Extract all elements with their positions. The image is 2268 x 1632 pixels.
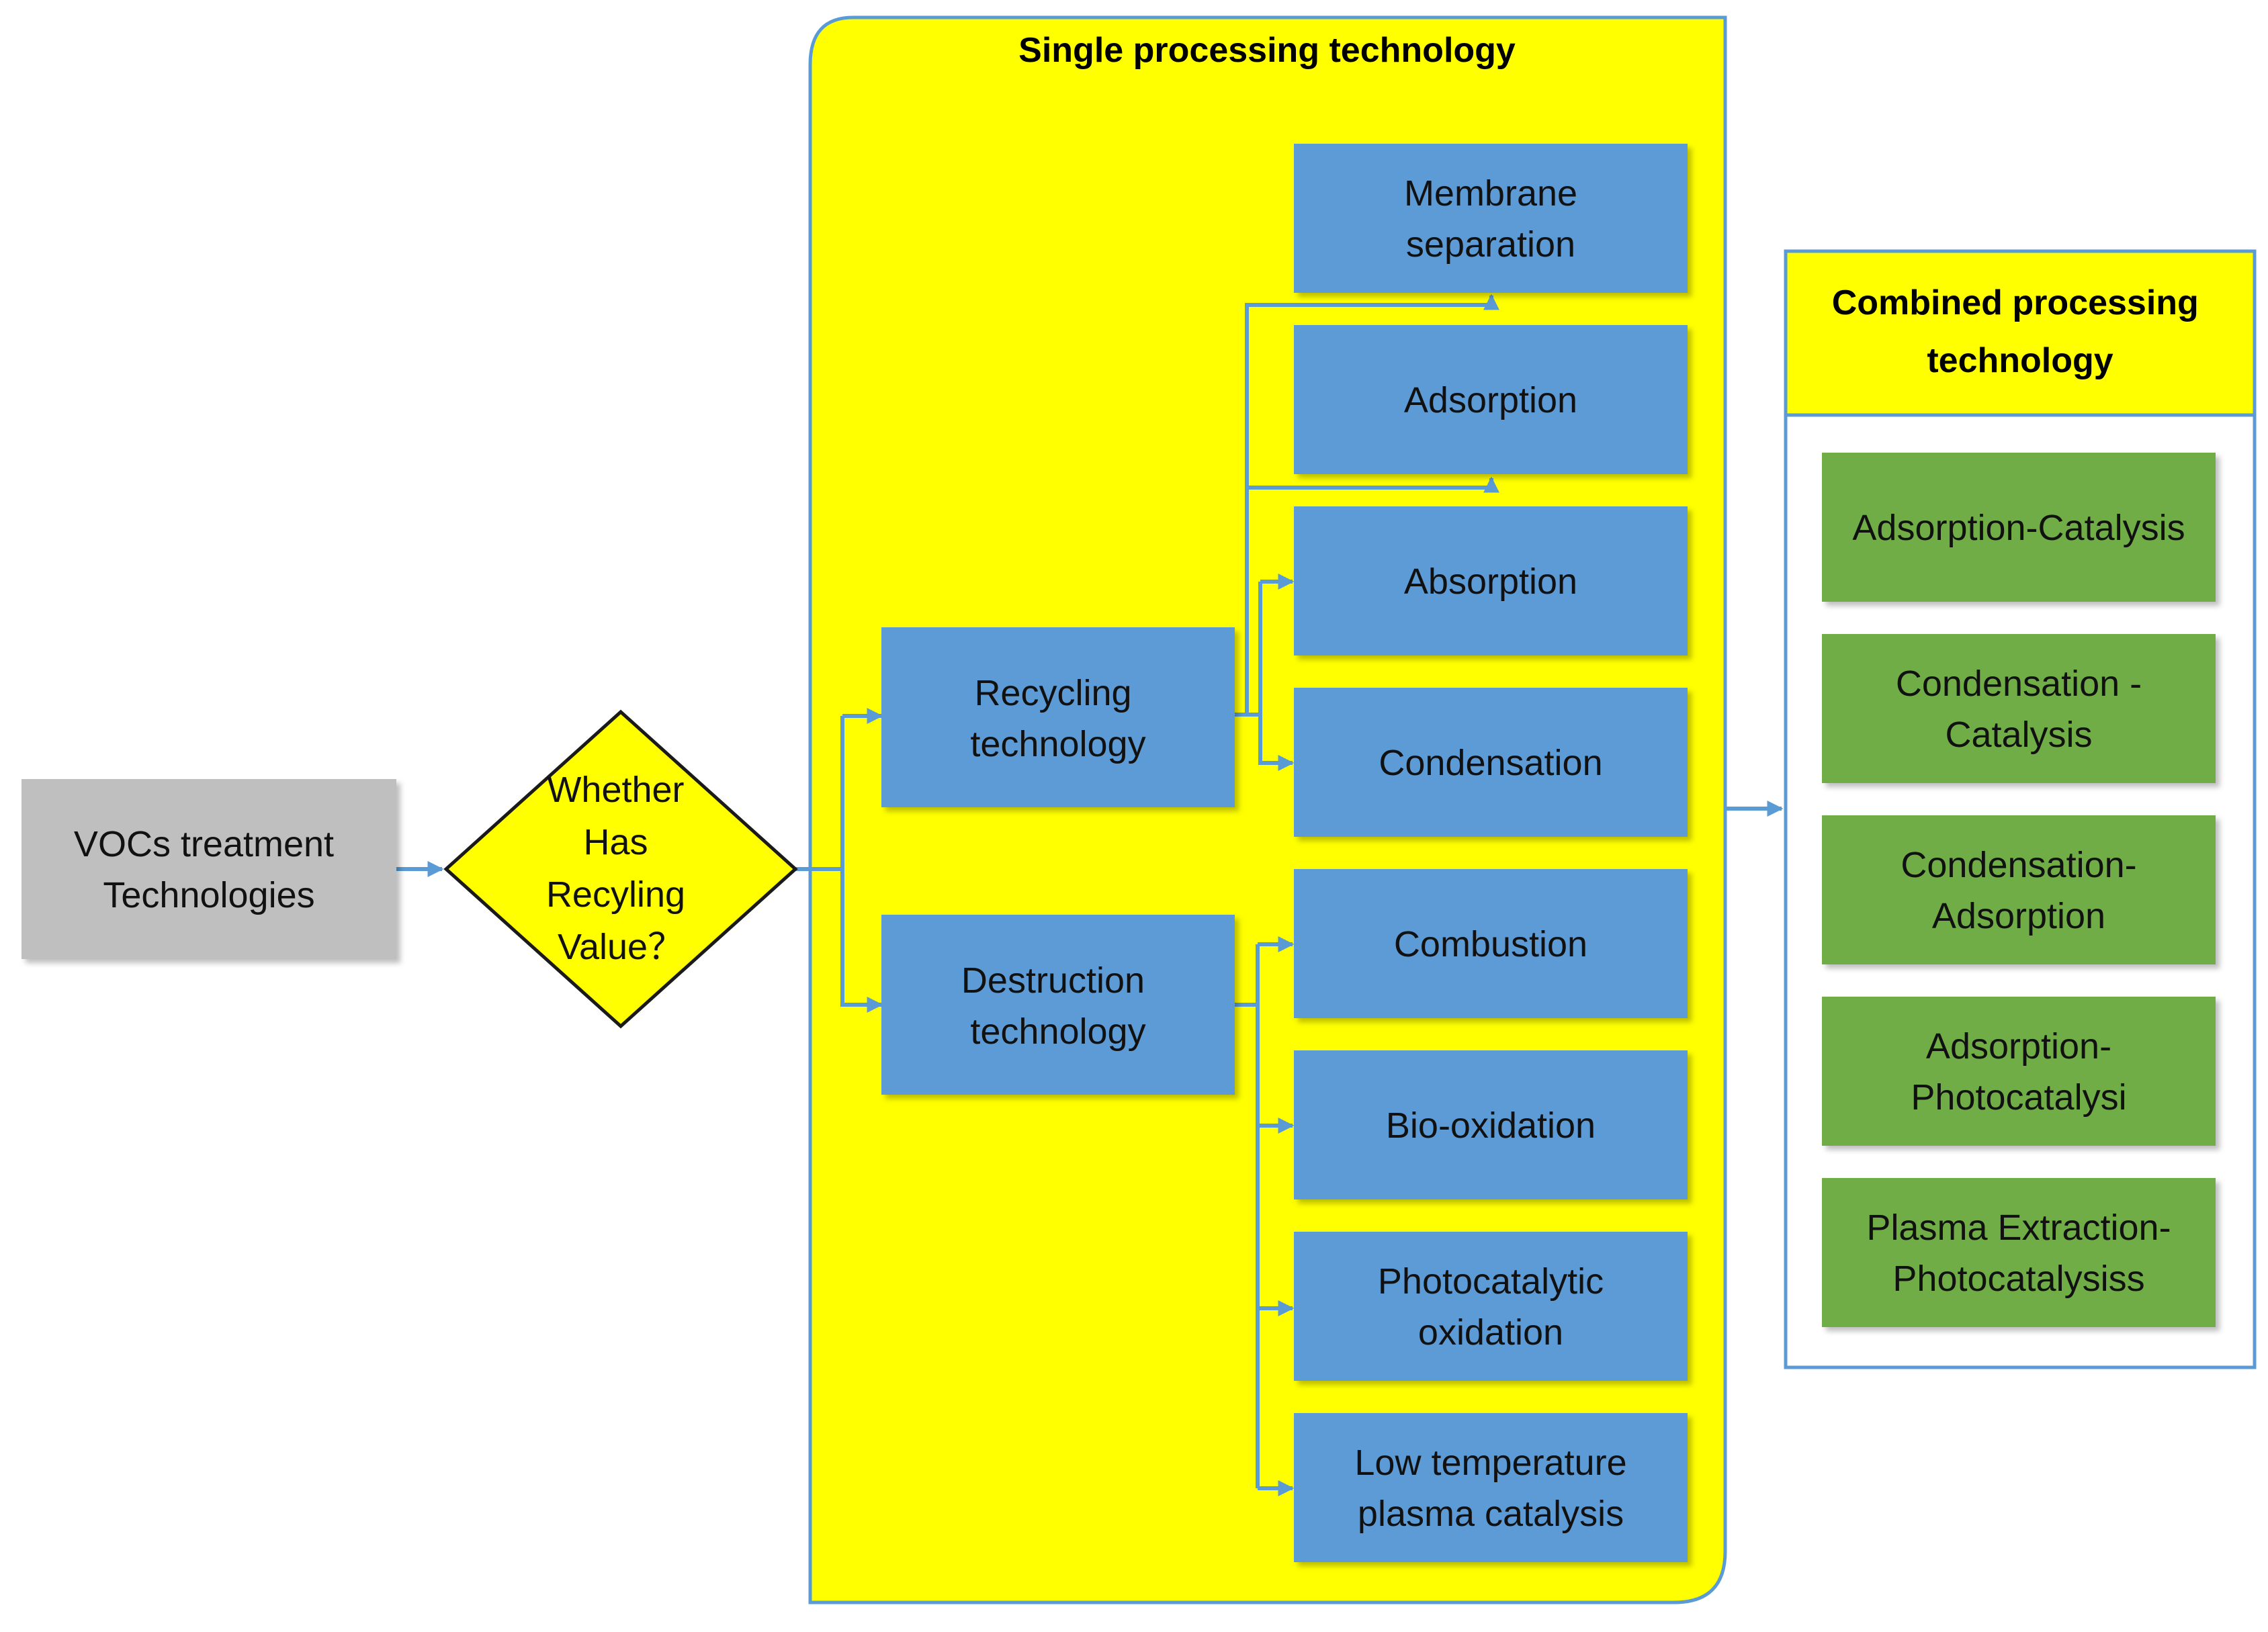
destruction-method-box xyxy=(1294,1413,1688,1562)
start-label-line-1: VOCs treatment xyxy=(74,824,334,864)
recycling-method-label-line: Adsorption xyxy=(1404,380,1577,420)
connector-to-destruction xyxy=(840,869,883,1013)
decision-label-line-2: Has xyxy=(583,822,648,862)
combined-method-box xyxy=(1822,453,2216,602)
recycling-method-box xyxy=(1294,688,1688,837)
connector-destruction-bus xyxy=(1235,944,1260,1488)
connector-to-membrane xyxy=(1245,293,1499,715)
destruction-box xyxy=(881,915,1235,1095)
combined-method-box xyxy=(1822,634,2216,783)
recycling-method-box xyxy=(1294,325,1688,474)
recycling-method-label: Adsorption xyxy=(1404,380,1577,420)
decision-label-line-3: Recyling xyxy=(546,874,685,915)
combined-method-label-line: Photocatalysi xyxy=(1911,1077,2126,1118)
combined-method-label-line: Photocatalysiss xyxy=(1892,1259,2144,1299)
combined-method-label: Adsorption-Catalysis xyxy=(1852,508,2185,548)
destruction-method-box xyxy=(1294,1050,1688,1199)
combined-processing-title: Combined processing technology xyxy=(1832,283,2209,380)
destruction-method-label: Bio-oxidation xyxy=(1386,1105,1596,1146)
combined-method-label-line: Plasma Extraction- xyxy=(1866,1208,2171,1248)
combined-method-box xyxy=(1822,815,2216,964)
destruction-method-label-line: Combustion xyxy=(1394,924,1587,964)
recycling-method-label-line: Condensation xyxy=(1379,743,1602,783)
recycling-method-list: Membrane separationAdsorptionAbsorptionCo… xyxy=(1294,144,1688,837)
branch-boxes: Recycling technology Destruction technol… xyxy=(881,627,1235,1095)
start-label-line-2: Technologies xyxy=(103,875,314,915)
combined-method-label: Plasma Extraction- Photocatalysiss xyxy=(1866,1208,2171,1299)
combined-method-box xyxy=(1822,997,2216,1146)
recycling-method-label-line: Membrane xyxy=(1404,173,1577,214)
recycling-method-label: Absorption xyxy=(1404,561,1577,602)
combined-title-line-2: technology xyxy=(1927,341,2113,380)
recycling-method-label-line: separation xyxy=(1406,224,1575,265)
destruction-method-box xyxy=(1294,1232,1688,1381)
recycling-method-label-line: Absorption xyxy=(1404,561,1577,602)
combined-method-label: Condensation - Catalysis xyxy=(1896,664,2142,755)
combined-method-label-line: Adsorption-Catalysis xyxy=(1852,508,2185,548)
decision-label-line-1: Whether xyxy=(547,770,684,810)
destruction-label-line-2: technology xyxy=(970,1011,1145,1052)
start-box xyxy=(21,779,396,959)
destruction-method-label-line: plasma catalysis xyxy=(1358,1494,1624,1534)
combined-title-line-1: Combined processing xyxy=(1832,283,2199,322)
destruction-label-line-1: Destruction xyxy=(961,960,1145,1001)
decision-label-line-4: Value？ xyxy=(558,927,684,967)
destruction-method-box xyxy=(1294,869,1688,1018)
recycling-method-label: Membrane separation xyxy=(1404,173,1577,265)
combined-method-label-line: Condensation- xyxy=(1901,845,2136,885)
destruction-label: Destruction technology xyxy=(961,960,1155,1052)
single-processing-title: Single processing technology xyxy=(1018,31,1516,70)
recycling-method-box xyxy=(1294,506,1688,655)
combined-method-label: Condensation- Adsorption xyxy=(1901,845,2136,936)
destruction-method-label: Low temperature plasma catalysis xyxy=(1354,1443,1626,1534)
decision-label: Whether Has Recyling Value？ xyxy=(546,770,695,967)
recycling-method-label: Condensation xyxy=(1379,743,1602,783)
destruction-method-label-line: Bio-oxidation xyxy=(1386,1105,1596,1146)
recycling-label-line-1: Recycling xyxy=(974,673,1131,713)
combined-processing-title-box xyxy=(1784,249,2257,417)
connector-to-adsorption xyxy=(1247,476,1499,493)
combined-method-label: Adsorption- Photocatalysi xyxy=(1911,1026,2126,1118)
recycling-method-box xyxy=(1294,144,1688,293)
recycling-box xyxy=(881,627,1235,807)
start-label: VOCs treatment Technologies xyxy=(74,824,344,915)
destruction-method-label-line: Photocatalytic xyxy=(1378,1261,1604,1302)
decision-diamond xyxy=(443,709,798,1029)
recycling-label-line-2: technology xyxy=(970,724,1145,764)
combined-method-label-line: Adsorption xyxy=(1932,896,2105,936)
destruction-method-label: Combustion xyxy=(1394,924,1587,964)
recycling-label: Recycling technology xyxy=(970,673,1145,764)
combined-method-label-line: Condensation - xyxy=(1896,664,2142,704)
combined-method-box xyxy=(1822,1178,2216,1327)
destruction-method-label-line: Low temperature xyxy=(1354,1443,1626,1483)
connectors xyxy=(396,293,1784,1496)
destruction-method-label: Photocatalytic oxidation xyxy=(1378,1261,1604,1353)
connector-to-condensation xyxy=(1258,715,1295,771)
combined-method-label-line: Catalysis xyxy=(1945,715,2092,755)
destruction-method-label-line: oxidation xyxy=(1418,1312,1563,1353)
combined-method-label-line: Adsorption- xyxy=(1926,1026,2111,1067)
